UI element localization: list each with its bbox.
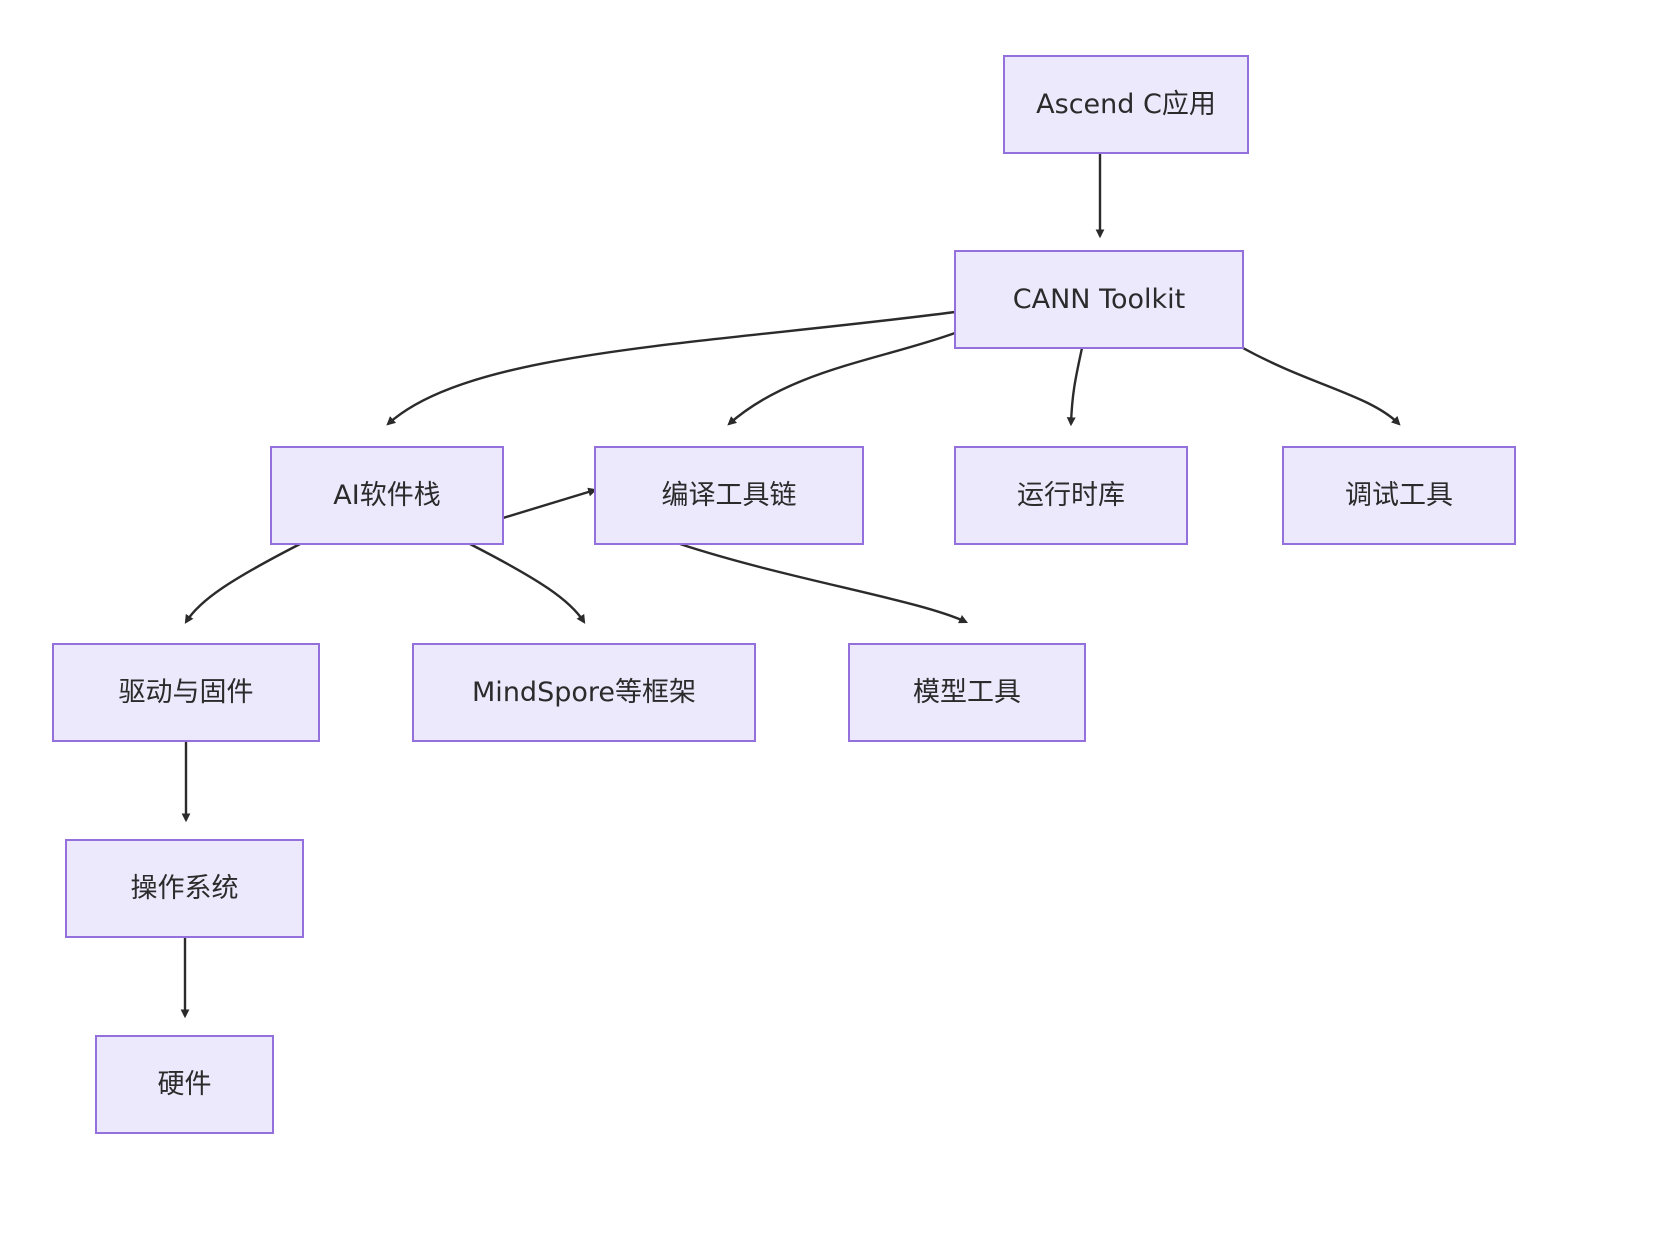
edge-cann-to-debugtools xyxy=(1242,346,1401,426)
edge-cann-to-compiler xyxy=(727,331,956,426)
node-label-os: 操作系统 xyxy=(131,873,239,904)
node-driver[interactable]: 驱动与固件 xyxy=(52,643,320,742)
node-label-hardware: 硬件 xyxy=(158,1069,212,1100)
node-cann[interactable]: CANN Toolkit xyxy=(954,250,1244,349)
node-debugtools[interactable]: 调试工具 xyxy=(1282,446,1516,545)
edge-compiler-to-modeltools xyxy=(679,542,969,624)
node-box-runtime[interactable] xyxy=(954,446,1188,545)
node-label-runtime: 运行时库 xyxy=(1017,480,1125,511)
node-compiler[interactable]: 编译工具链 xyxy=(594,446,864,545)
edges-layer xyxy=(180,153,1401,1019)
edge-aistack-to-compiler xyxy=(502,487,598,520)
node-label-driver: 驱动与固件 xyxy=(119,677,254,708)
node-modeltools[interactable]: 模型工具 xyxy=(848,643,1086,742)
edge-cann-to-aistack xyxy=(386,310,956,426)
node-label-compiler: 编译工具链 xyxy=(662,480,797,511)
node-aistack[interactable]: AI软件栈 xyxy=(270,446,504,545)
node-label-cann: CANN Toolkit xyxy=(1013,284,1185,315)
node-label-aistack: AI软件栈 xyxy=(333,480,440,511)
node-box-mindspore[interactable] xyxy=(412,643,756,742)
node-label-modeltools: 模型工具 xyxy=(913,677,1021,708)
node-box-cann[interactable] xyxy=(954,250,1244,349)
node-box-hardware[interactable] xyxy=(95,1035,274,1134)
node-label-ascend: Ascend C应用 xyxy=(1036,89,1216,120)
node-box-os[interactable] xyxy=(65,839,304,938)
edge-cann-to-runtime xyxy=(1066,347,1084,427)
node-mindspore[interactable]: MindSpore等框架 xyxy=(412,643,756,742)
node-box-aistack[interactable] xyxy=(270,446,504,545)
node-os[interactable]: 操作系统 xyxy=(65,839,304,938)
node-box-ascend[interactable] xyxy=(1003,55,1249,154)
node-box-compiler[interactable] xyxy=(594,446,864,545)
node-hardware[interactable]: 硬件 xyxy=(95,1035,274,1134)
node-box-debugtools[interactable] xyxy=(1282,446,1516,545)
edge-aistack-to-driver xyxy=(184,542,301,624)
node-runtime[interactable]: 运行时库 xyxy=(954,446,1188,545)
node-ascend[interactable]: Ascend C应用 xyxy=(1003,55,1249,154)
node-label-debugtools: 调试工具 xyxy=(1345,480,1453,511)
node-box-driver[interactable] xyxy=(52,643,320,742)
edge-aistack-to-mindspore xyxy=(469,542,586,624)
node-box-modeltools[interactable] xyxy=(848,643,1086,742)
node-label-mindspore: MindSpore等框架 xyxy=(472,677,696,708)
